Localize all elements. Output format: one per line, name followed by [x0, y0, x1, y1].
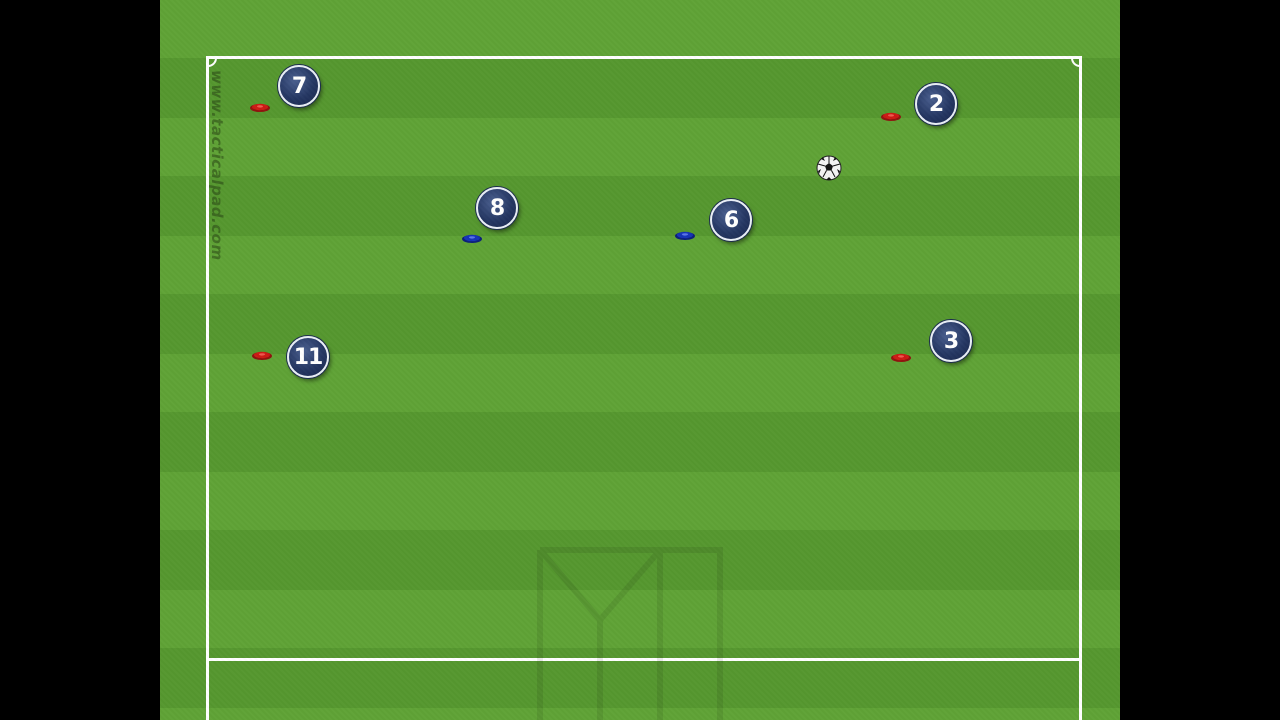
left-touchline: [206, 56, 209, 720]
player-2[interactable]: 2: [915, 83, 957, 125]
cone-blue[interactable]: [462, 234, 482, 243]
player-7[interactable]: 7: [278, 65, 320, 107]
cone-red[interactable]: [891, 353, 911, 362]
right-touchline: [1079, 56, 1082, 720]
bottom-line: [206, 658, 1082, 661]
cone-red[interactable]: [250, 103, 270, 112]
cone-blue[interactable]: [675, 231, 695, 240]
cone-red[interactable]: [881, 112, 901, 121]
player-3[interactable]: 3: [930, 320, 972, 362]
pitch: www.tacticalpad.com 7 2 8 6 11 3: [160, 0, 1120, 720]
player-11[interactable]: 11: [287, 336, 329, 378]
corner-arc-top-left: [208, 58, 217, 67]
watermark-text: www.tacticalpad.com: [208, 70, 226, 261]
corner-arc-top-right: [1071, 58, 1080, 67]
player-8[interactable]: 8: [476, 187, 518, 229]
soccer-ball-icon[interactable]: [816, 155, 842, 181]
top-touchline: [206, 56, 1082, 59]
goal-watermark: [537, 547, 723, 720]
cone-red[interactable]: [252, 351, 272, 360]
player-6[interactable]: 6: [710, 199, 752, 241]
